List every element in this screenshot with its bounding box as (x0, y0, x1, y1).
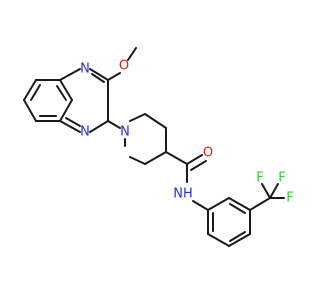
bond (107, 120, 121, 129)
bond (144, 151, 167, 165)
bond (91, 73, 105, 83)
atom-labels: O N N N O NH F F F (80, 59, 294, 206)
quinoxaline-nitrogen-top-label: N (80, 62, 90, 77)
amide-nh-label: NH (173, 187, 193, 202)
bond (59, 68, 81, 81)
bond (207, 197, 230, 211)
fluorine-top-right-label: F (278, 171, 285, 186)
bond (107, 72, 121, 81)
bond (59, 99, 73, 122)
bond (23, 99, 37, 122)
fluorine-right-label: F (286, 191, 293, 206)
bond (186, 154, 203, 165)
fluorine-top-left-label: F (256, 171, 263, 186)
bond (229, 231, 246, 242)
bond (190, 160, 207, 171)
bonds (23, 47, 285, 247)
bond (269, 183, 279, 199)
bond (59, 79, 73, 101)
bond (228, 197, 251, 211)
bond (30, 84, 41, 101)
bond (129, 156, 146, 165)
piperidine-nitrogen-label: N (120, 125, 130, 140)
bond (207, 233, 230, 247)
bond (192, 200, 209, 211)
bond (65, 117, 81, 127)
bond (129, 113, 146, 122)
bond (89, 120, 109, 133)
bond (228, 233, 251, 247)
bond (249, 197, 271, 211)
quinoxaline-nitrogen-bottom-label: N (80, 125, 90, 140)
bond (144, 113, 167, 129)
methoxy-oxygen-label: O (119, 59, 129, 74)
bond (261, 183, 271, 199)
bond (165, 151, 188, 165)
bond (59, 120, 81, 133)
bond (229, 203, 246, 214)
carbonyl-oxygen-label: O (203, 146, 213, 161)
bond (89, 68, 109, 81)
bond (56, 85, 67, 101)
bond (127, 47, 137, 61)
bond (23, 79, 37, 101)
molecule-structure-diagram: O N N N O NH F F F (23, 47, 294, 247)
